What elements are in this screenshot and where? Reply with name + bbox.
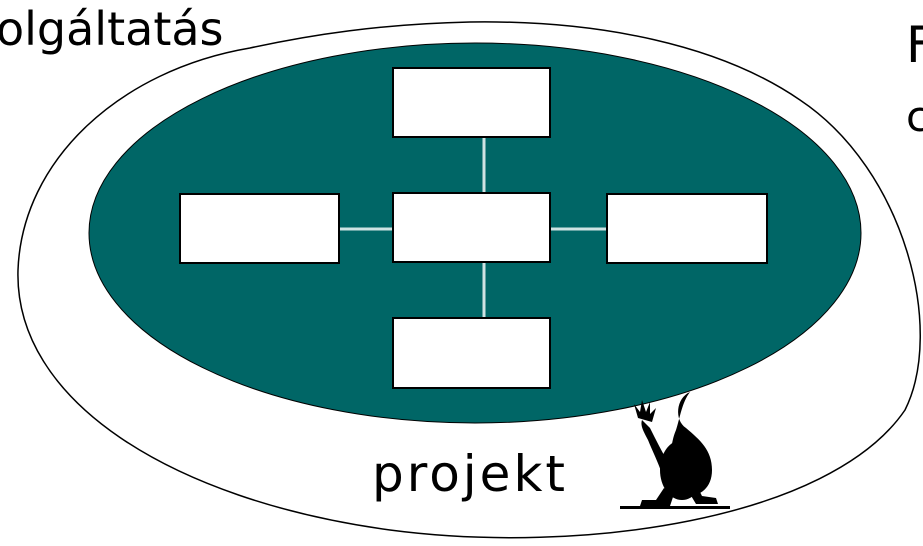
box-top: [392, 67, 551, 138]
outer-label-fragment: olgáltatás: [0, 2, 224, 56]
right-label-fragment-1: F: [906, 16, 923, 74]
box-center: [392, 192, 551, 263]
box-left: [179, 193, 340, 264]
box-right: [606, 193, 768, 264]
outer-ellipse: [17, 21, 921, 539]
inner-caption: projekt: [372, 445, 568, 503]
right-label-fragment-2: c: [906, 92, 923, 141]
silhouette-figure-icon: [620, 392, 730, 509]
box-bottom: [392, 317, 551, 389]
